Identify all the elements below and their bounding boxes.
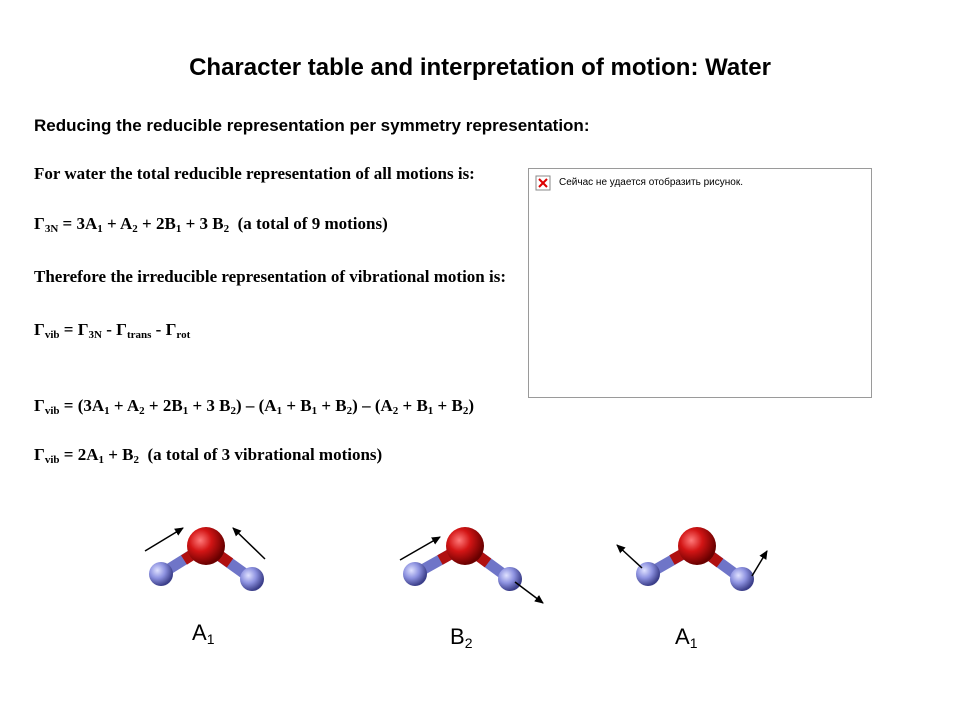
equation-gamma-vib-def: Γvib = Γ3N - Γtrans - Γrot <box>34 320 191 341</box>
missing-image-message: Сейчас не удается отобразить рисунок. <box>559 177 743 188</box>
equation-gamma-vib-expanded: Γvib = (3A1 + A2 + 2B1 + 3 B2) – (A1 + B… <box>34 396 474 417</box>
subheading: Reducing the reducible representation pe… <box>34 116 590 135</box>
water-molecule-icon <box>149 527 264 591</box>
therefore-text: Therefore the irreducible representation… <box>34 267 507 286</box>
arrow-icon <box>751 550 768 577</box>
mode-label-a1-second: A1 <box>675 624 698 651</box>
broken-image-icon <box>535 175 551 191</box>
mode-label-a1-first: A1 <box>192 620 215 647</box>
page-title: Character table and interpretation of mo… <box>189 54 771 81</box>
arrow-icon <box>232 527 266 560</box>
mode-label-b2: B2 <box>450 624 473 651</box>
missing-image-frame: Сейчас не удается отобразить рисунок. <box>528 168 872 398</box>
arrow-icon <box>144 527 184 552</box>
equation-gamma-3n: Γ3N = 3A1 + A2 + 2B1 + 3 B2 (a total of … <box>34 214 388 235</box>
intro-text: For water the total reducible representa… <box>34 164 475 183</box>
arrow-icon <box>616 544 643 569</box>
water-molecule-icon <box>403 527 522 591</box>
equation-gamma-vib-result: Γvib = 2A1 + B2 (a total of 3 vibrationa… <box>34 445 383 466</box>
water-molecule-icon <box>636 527 754 591</box>
arrow-icon <box>399 536 441 561</box>
arrow-icon <box>514 581 544 604</box>
